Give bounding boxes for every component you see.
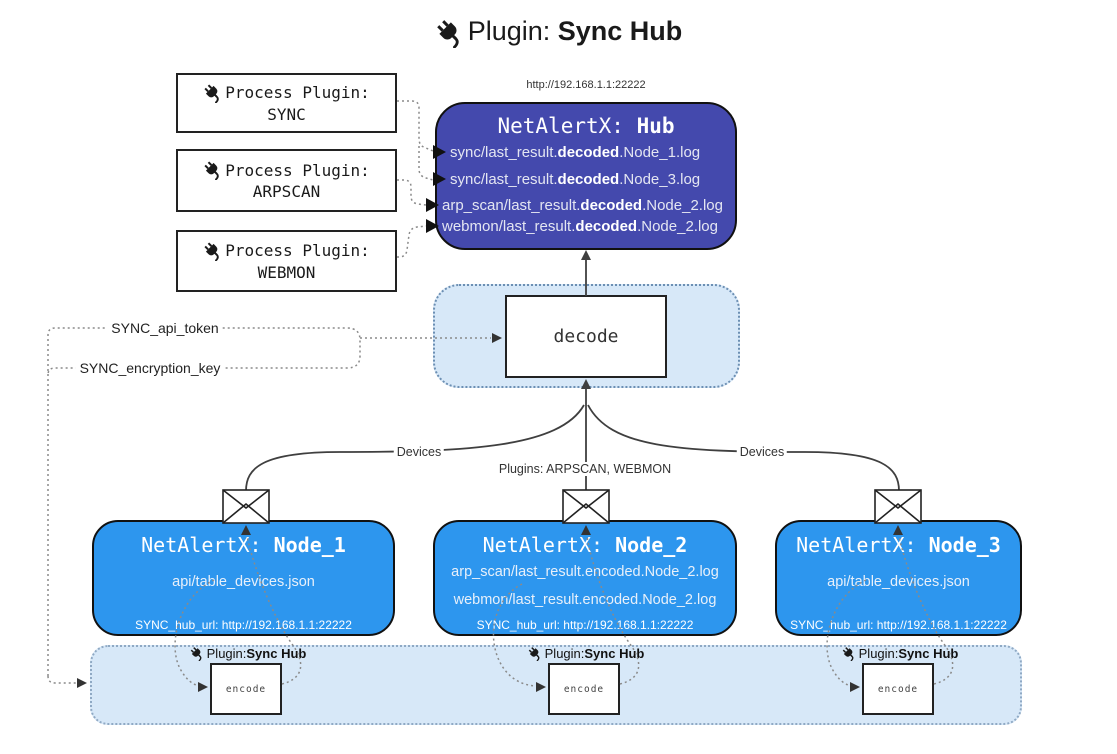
node-footer: SYNC_hub_url: http://192.168.1.1:22222 <box>790 618 1007 632</box>
keys-to-band-line <box>47 675 78 684</box>
decode-box: decode <box>505 295 667 378</box>
node-file-line: webmon/last_result.encoded.Node_2.log <box>453 592 717 608</box>
node3-box: NetAlertX: Node_3 api/table_devices.json… <box>775 520 1022 636</box>
plug-icon <box>204 241 219 261</box>
sync-hub-plugin-label: Plugin: Sync Hub <box>528 646 645 661</box>
label-prefix: Plugin: <box>544 646 585 661</box>
process-plugin-label: Process Plugin: <box>225 83 370 102</box>
sync-hub-plugin-label: Plugin: Sync Hub <box>842 646 959 661</box>
row-bold: decoded <box>575 218 638 235</box>
label-prefix: Plugin: <box>206 646 247 661</box>
plug-icon <box>436 20 459 48</box>
hub-title: NetAlertX: Hub <box>437 114 735 138</box>
row-pre: sync/last_result. <box>450 144 558 161</box>
plugins-label-center: Plugins: ARPSCAN, WEBMON <box>495 462 675 476</box>
envelope-icons <box>222 489 922 524</box>
arpscan-to-row3-line <box>397 179 427 206</box>
title-prefix: Plugin: <box>467 16 558 46</box>
node-title-prefix: NetAlertX: <box>141 533 274 557</box>
hub-url: http://192.168.1.1:22222 <box>526 79 646 91</box>
process-plugin-label: Process Plugin: <box>225 241 370 260</box>
page-title: Plugin: Sync Hub <box>0 16 1117 48</box>
node-title-bold: Node_2 <box>615 533 688 557</box>
plug-icon <box>190 647 202 661</box>
encode-box: encode <box>210 663 282 715</box>
hub-log-row: sync/last_result.decoded.Node_1.log <box>450 144 700 161</box>
row-post: .Node_2.log <box>637 218 718 235</box>
plug-icon <box>528 647 540 661</box>
devices-label-left: Devices <box>393 445 445 459</box>
envelope-icon <box>874 489 922 524</box>
label-bold: Sync Hub <box>246 646 307 661</box>
process-plugin-box-arpscan: Process Plugin: ARPSCAN <box>176 149 397 212</box>
sync-to-row2-line <box>418 146 434 181</box>
envelope-icon <box>562 489 610 524</box>
process-plugin-box-webmon: Process Plugin: WEBMON <box>176 230 397 292</box>
node-footer: SYNC_hub_url: http://192.168.1.1:22222 <box>476 618 694 632</box>
node-file-line: api/table_devices.json <box>172 574 315 590</box>
process-plugin-label: Process Plugin: <box>225 160 370 180</box>
sync-encryption-key-label: SYNC_encryption_key <box>75 360 225 376</box>
row-pre: webmon/last_result. <box>442 218 576 235</box>
node-file-line: arp_scan/last_result.encoded.Node_2.log <box>451 564 719 580</box>
node-title-prefix: NetAlertX: <box>796 533 929 557</box>
hub-box: NetAlertX: Hub sync/last_result.decoded.… <box>435 102 737 250</box>
hub-title-prefix: NetAlertX: <box>497 114 637 138</box>
sync-api-token-label: SYNC_api_token <box>107 320 223 336</box>
hub-log-row: webmon/last_result.decoded.Node_2.log <box>442 218 718 235</box>
sync-to-row1-line <box>397 100 434 152</box>
process-plugin-name: SYNC <box>267 104 306 124</box>
hub-log-row: arp_scan/last_result.decoded.Node_2.log <box>442 197 723 214</box>
hub-log-row: sync/last_result.decoded.Node_3.log <box>450 171 700 188</box>
row-pre: sync/last_result. <box>450 171 558 188</box>
process-plugin-box-sync: Process Plugin: SYNC <box>176 73 397 133</box>
label-prefix: Plugin: <box>858 646 899 661</box>
arrowhead-up-hub <box>581 250 591 260</box>
row-bold: decoded <box>557 144 620 161</box>
devices-label-right: Devices <box>736 445 788 459</box>
arrowhead-into-band <box>77 678 87 688</box>
node-title-bold: Node_3 <box>928 533 1001 557</box>
encode-box: encode <box>548 663 620 715</box>
row-pre: arp_scan/last_result. <box>442 197 581 214</box>
row-bold: decoded <box>557 171 620 188</box>
node2-box: NetAlertX: Node_2 arp_scan/last_result.e… <box>433 520 737 636</box>
title-bold: Sync Hub <box>557 16 683 46</box>
plug-icon <box>842 647 854 661</box>
label-bold: Sync Hub <box>898 646 959 661</box>
plug-icon <box>204 161 219 180</box>
hub-title-bold: Hub <box>636 114 675 138</box>
process-plugin-name: WEBMON <box>257 262 316 282</box>
plug-icon <box>204 83 219 103</box>
node-file-line: api/table_devices.json <box>827 574 970 590</box>
node-title-bold: Node_1 <box>273 533 346 557</box>
row-bold: decoded <box>580 197 643 214</box>
sync-hub-plugin-label: Plugin: Sync Hub <box>190 646 307 661</box>
label-bold: Sync Hub <box>584 646 645 661</box>
encode-box: encode <box>862 663 934 715</box>
row-post: .Node_3.log <box>619 171 701 188</box>
process-plugin-name: ARPSCAN <box>252 182 321 201</box>
webmon-to-row4-line <box>397 225 427 258</box>
node-footer: SYNC_hub_url: http://192.168.1.1:22222 <box>135 618 352 632</box>
node-title-prefix: NetAlertX: <box>482 533 616 557</box>
row-post: .Node_1.log <box>619 144 701 161</box>
node1-box: NetAlertX: Node_1 api/table_devices.json… <box>92 520 395 636</box>
node-title: NetAlertX: Node_3 <box>777 533 1020 557</box>
row-post: .Node_2.log <box>642 197 723 214</box>
envelope-icon <box>222 489 270 524</box>
node-title: NetAlertX: Node_1 <box>94 533 393 557</box>
node-title: NetAlertX: Node_2 <box>435 533 735 557</box>
